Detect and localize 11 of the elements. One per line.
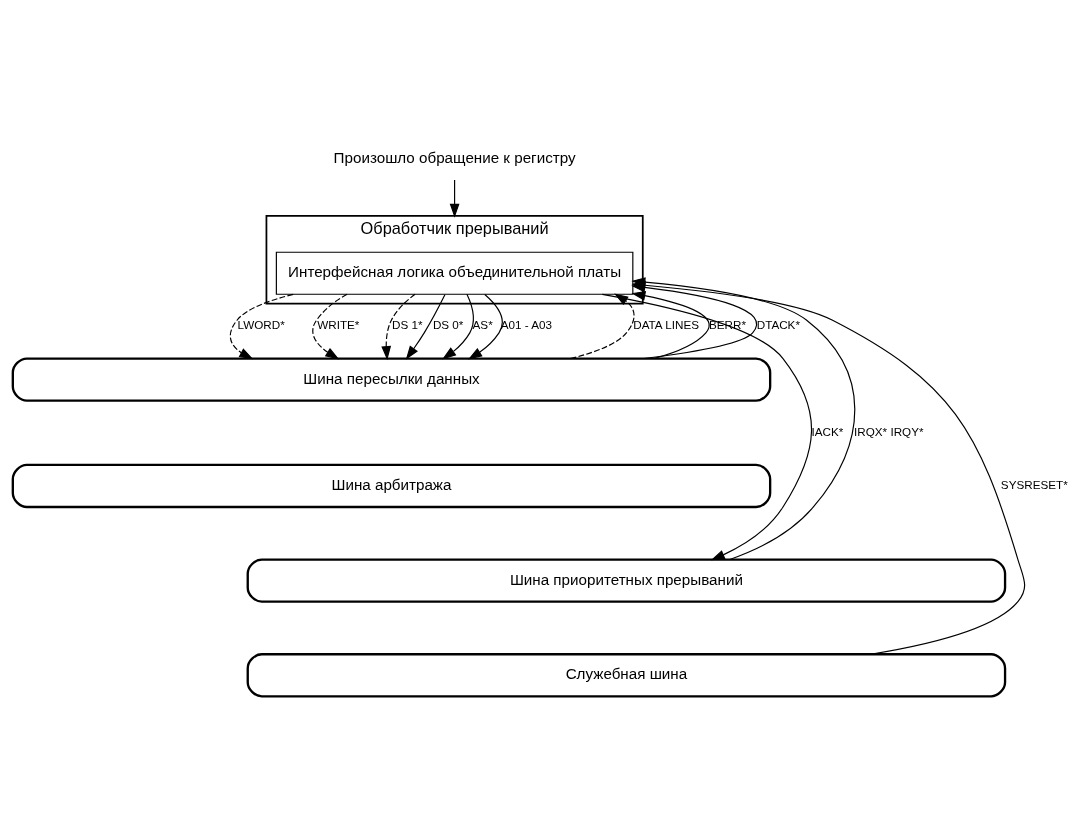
edge-label: IACK*: [811, 424, 844, 438]
edge-label: DS 1*: [392, 318, 423, 332]
edge-label: DATA LINES: [633, 318, 700, 332]
node-text: Произошло обращение к регистру: [333, 148, 576, 166]
edge-label: SYSRESET*: [1000, 477, 1068, 491]
edge-label: IRQX* IRQY*: [854, 424, 924, 438]
edge-label: LWORD*: [237, 318, 285, 332]
edge-label: DTACK*: [756, 318, 800, 332]
edge-label: WRITE*: [317, 318, 360, 332]
edge-label: AS*: [472, 318, 493, 332]
edge-label: DS 0*: [432, 318, 464, 332]
